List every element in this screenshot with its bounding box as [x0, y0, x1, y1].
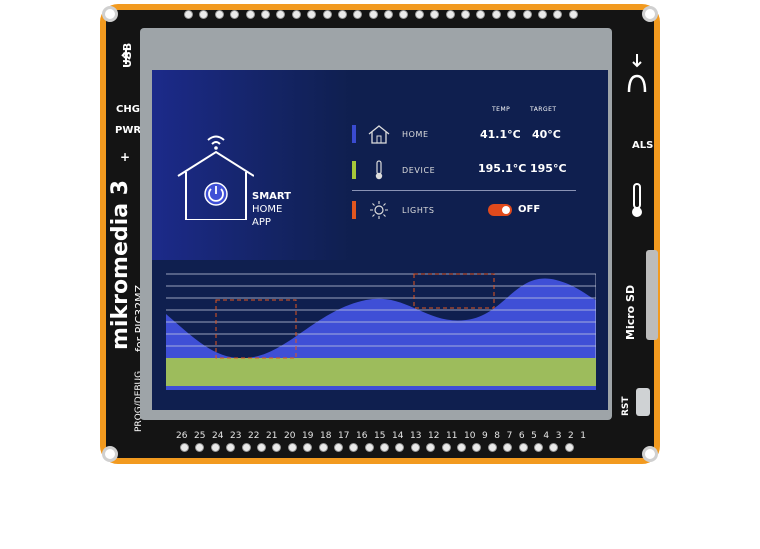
headphone-icon: [627, 54, 647, 93]
usb-icon: [121, 48, 131, 64]
home-target-value: 40°C: [532, 128, 561, 141]
temperature-sensor-icon: [632, 183, 642, 217]
lights-color-bar: [352, 201, 356, 219]
device-row[interactable]: DEVICE: [352, 160, 472, 180]
app-title: SMART HOME APP: [252, 191, 291, 228]
lights-label: LIGHTS: [402, 205, 435, 215]
mounting-hole: [642, 446, 658, 462]
house-icon: [368, 125, 390, 144]
als-label: ALS: [632, 140, 654, 151]
thermometer-icon: [375, 160, 383, 180]
plus-label: +: [120, 150, 131, 164]
target-marker-box: [413, 273, 495, 309]
home-row[interactable]: HOME: [352, 124, 472, 144]
screen-header-gradient: [152, 70, 352, 260]
mounting-hole: [102, 6, 118, 22]
mounting-hole: [102, 446, 118, 462]
brand-name: mikromedia 3: [108, 179, 133, 350]
home-color-bar: [352, 125, 356, 143]
micro-sd-label: Micro SD: [624, 284, 637, 340]
device-target-value: 195°C: [530, 162, 567, 175]
smart-home-logo-icon: [177, 135, 254, 220]
reset-button[interactable]: [636, 388, 650, 416]
temp-column-header: TEMP: [492, 106, 511, 113]
device-temp-value: 195.1°C: [478, 162, 527, 175]
section-divider: [352, 190, 576, 191]
bottom-pin-header: [180, 443, 574, 452]
micro-sd-slot: [646, 250, 658, 340]
device-color-bar: [352, 161, 356, 179]
lights-row[interactable]: LIGHTS: [352, 200, 472, 220]
home-temp-value: 41.1°C: [480, 128, 521, 141]
mounting-hole: [642, 6, 658, 22]
temperature-chart: [166, 270, 596, 390]
rst-label: RST: [621, 396, 631, 416]
device-label: DEVICE: [402, 165, 436, 175]
device-band: [166, 358, 596, 386]
toggle-knob: [502, 206, 510, 214]
sun-icon: [370, 201, 388, 219]
lights-state-label: OFF: [518, 204, 541, 215]
chg-label: CHG: [116, 104, 140, 115]
lights-toggle[interactable]: [488, 204, 512, 216]
target-marker-box: [215, 299, 297, 359]
lcd-screen[interactable]: SMART HOME APP TEMP TARGET HOME 41.1°C 4…: [152, 70, 608, 410]
target-column-header: TARGET: [530, 106, 557, 113]
home-label: HOME: [402, 129, 429, 139]
top-pin-header: [184, 10, 578, 19]
pwr-label: PWR: [115, 125, 142, 136]
